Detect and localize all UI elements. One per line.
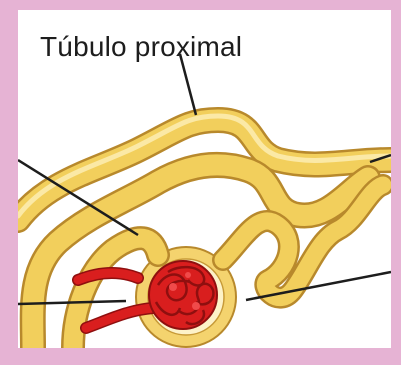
- diagram-panel: Túbulo proximal: [18, 10, 391, 348]
- leader-line-proximal: [180, 54, 196, 115]
- glomerulus: [149, 261, 217, 329]
- tubule-convolutions-fill: [223, 185, 383, 298]
- proximal-tubule-label: Túbulo proximal: [40, 31, 242, 63]
